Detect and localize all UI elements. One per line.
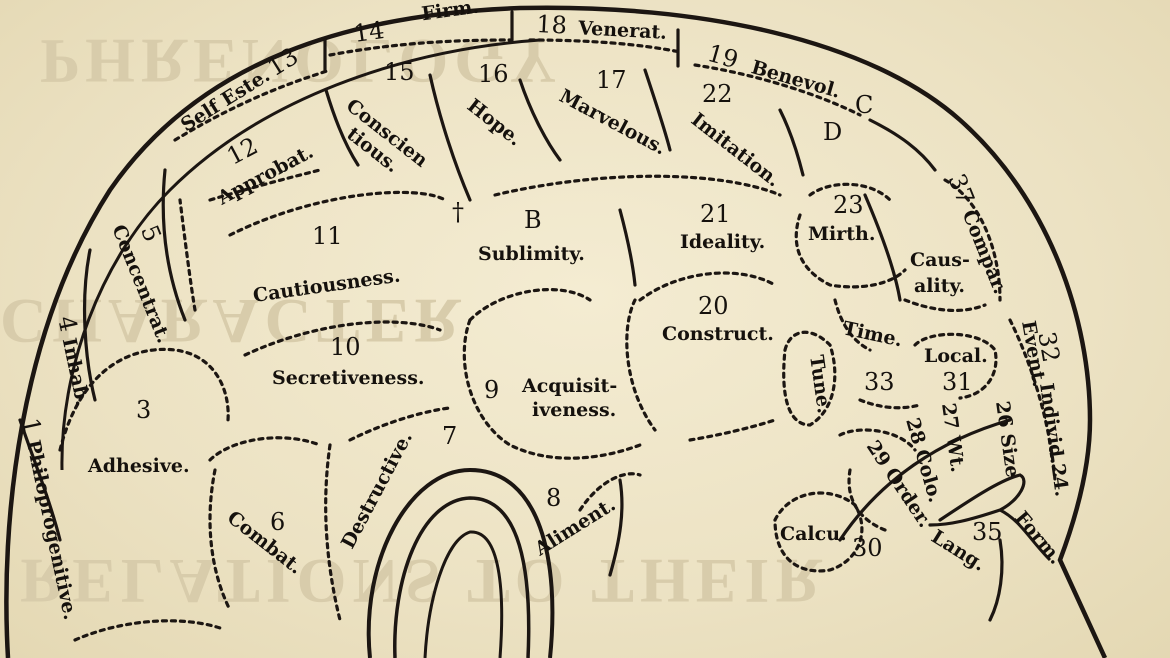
- organ-23: 23 Mirth.: [808, 191, 875, 245]
- organ-3-number: 3: [136, 396, 151, 424]
- ghost-line-3: RELATIONS TO THEIR: [20, 546, 828, 617]
- organ-16-number: 16: [478, 60, 509, 88]
- organ-15-number: 15: [384, 58, 415, 86]
- organ-19-label: Benevol.: [749, 56, 843, 102]
- organ-form: Form.: [1010, 507, 1067, 569]
- organ-14: 14 Firm.: [352, 0, 480, 48]
- organ-26-label: 26 Size: [991, 400, 1023, 479]
- organ-33-label: Time.: [841, 317, 904, 351]
- organ-10-number: 10: [330, 333, 361, 361]
- organ-21: 21 Ideality.: [680, 200, 765, 253]
- organ-19-number: 19: [704, 39, 741, 74]
- organ-17: 17 Marvelous.: [556, 66, 670, 160]
- organ-9-number: 9: [484, 376, 499, 404]
- organ-4-number: 4: [52, 313, 83, 334]
- organ-27-label: 27 Wt.: [937, 402, 968, 474]
- organ-7-number: 7: [442, 422, 457, 450]
- organ-20: 20 Construct.: [662, 292, 774, 345]
- organ-22: 22 Imitation.: [687, 80, 784, 191]
- organ-30-number: 30: [852, 534, 883, 562]
- organ-11-number: 11: [312, 222, 343, 250]
- organ-boundaries: [18, 10, 1057, 642]
- organ-b: B Sublimity.: [478, 206, 585, 265]
- organ-9: 9 Acquisit- iveness.: [484, 375, 617, 421]
- face-line: [999, 508, 1052, 562]
- marker-d: D: [823, 118, 842, 146]
- organ-31: Local. 31: [924, 345, 988, 396]
- organ-3: 3 Adhesive.: [87, 396, 190, 477]
- organ-6-number: 6: [270, 508, 285, 536]
- organ-tune: Tune.: [805, 354, 835, 415]
- organ-33: Time. 33: [841, 317, 904, 396]
- organ-24-label: Individ.24.: [1035, 382, 1073, 498]
- organ-9-label-line-2: iveness.: [532, 399, 616, 421]
- organ-27: 27 Wt.: [937, 402, 968, 474]
- organ-7: Destructive. 7: [337, 422, 457, 552]
- organ-24: Individ.24.: [1035, 382, 1073, 498]
- organ-17-number: 17: [596, 66, 627, 94]
- organ-14-label: Firm.: [420, 0, 480, 25]
- organ-35: Lang. 35: [927, 518, 1002, 576]
- organ-35-number: 35: [972, 518, 1003, 546]
- skull-inner-rim: [60, 38, 541, 471]
- organ-10: 10 Secretiveness.: [272, 333, 425, 389]
- organ-12-number: 12: [222, 132, 262, 171]
- organ-33-number: 33: [864, 368, 895, 396]
- causality-label-line-1: Caus-: [910, 249, 970, 271]
- organ-31-number: 31: [942, 368, 973, 396]
- organ-21-label: Ideality.: [680, 231, 765, 253]
- organ-16-label: Hope.: [463, 95, 526, 151]
- organ-14-number: 14: [352, 16, 386, 48]
- organ-21-number: 21: [700, 200, 731, 228]
- organ-32-number: 32: [1032, 330, 1065, 365]
- organ-20-number: 20: [698, 292, 729, 320]
- marker-cross: †: [452, 198, 464, 226]
- organ-causality: Caus- ality.: [910, 249, 970, 297]
- organ-30: Calcu. 30: [780, 523, 883, 562]
- organ-18: 18 Venerat.: [536, 10, 668, 44]
- organ-b-letter: B: [524, 206, 542, 234]
- form-label: Form.: [1010, 507, 1067, 569]
- organ-9-label-line-1: Acquisit-: [521, 375, 617, 397]
- organ-18-label: Venerat.: [577, 17, 668, 44]
- organ-22-number: 22: [702, 80, 733, 108]
- marker-c: C: [855, 91, 873, 119]
- organ-3-label: Adhesive.: [87, 455, 190, 477]
- organ-20-label: Construct.: [662, 323, 774, 345]
- causality-label-line-2: ality.: [914, 275, 965, 297]
- ghost-line-1: PHRENOLOGY: [40, 26, 562, 97]
- organ-26: 26 Size: [991, 400, 1023, 479]
- organ-10-label: Secretiveness.: [272, 367, 425, 389]
- organ-23-label: Mirth.: [808, 223, 875, 245]
- organ-32: Event. 32: [1017, 319, 1065, 389]
- organ-8-number: 8: [546, 484, 561, 512]
- organ-7-label: Destructive.: [337, 428, 417, 552]
- organ-30-label: Calcu.: [780, 523, 847, 545]
- skull-outline: [4, 5, 1108, 658]
- organ-1-number: 1: [16, 415, 47, 436]
- organ-37-number: 37: [942, 170, 979, 209]
- tune-label: Tune.: [805, 354, 835, 415]
- organ-23-number: 23: [833, 191, 864, 219]
- organ-b-label: Sublimity.: [478, 243, 585, 265]
- organ-31-label: Local.: [924, 345, 988, 367]
- organ-18-number: 18: [536, 10, 568, 40]
- ear: [366, 467, 555, 658]
